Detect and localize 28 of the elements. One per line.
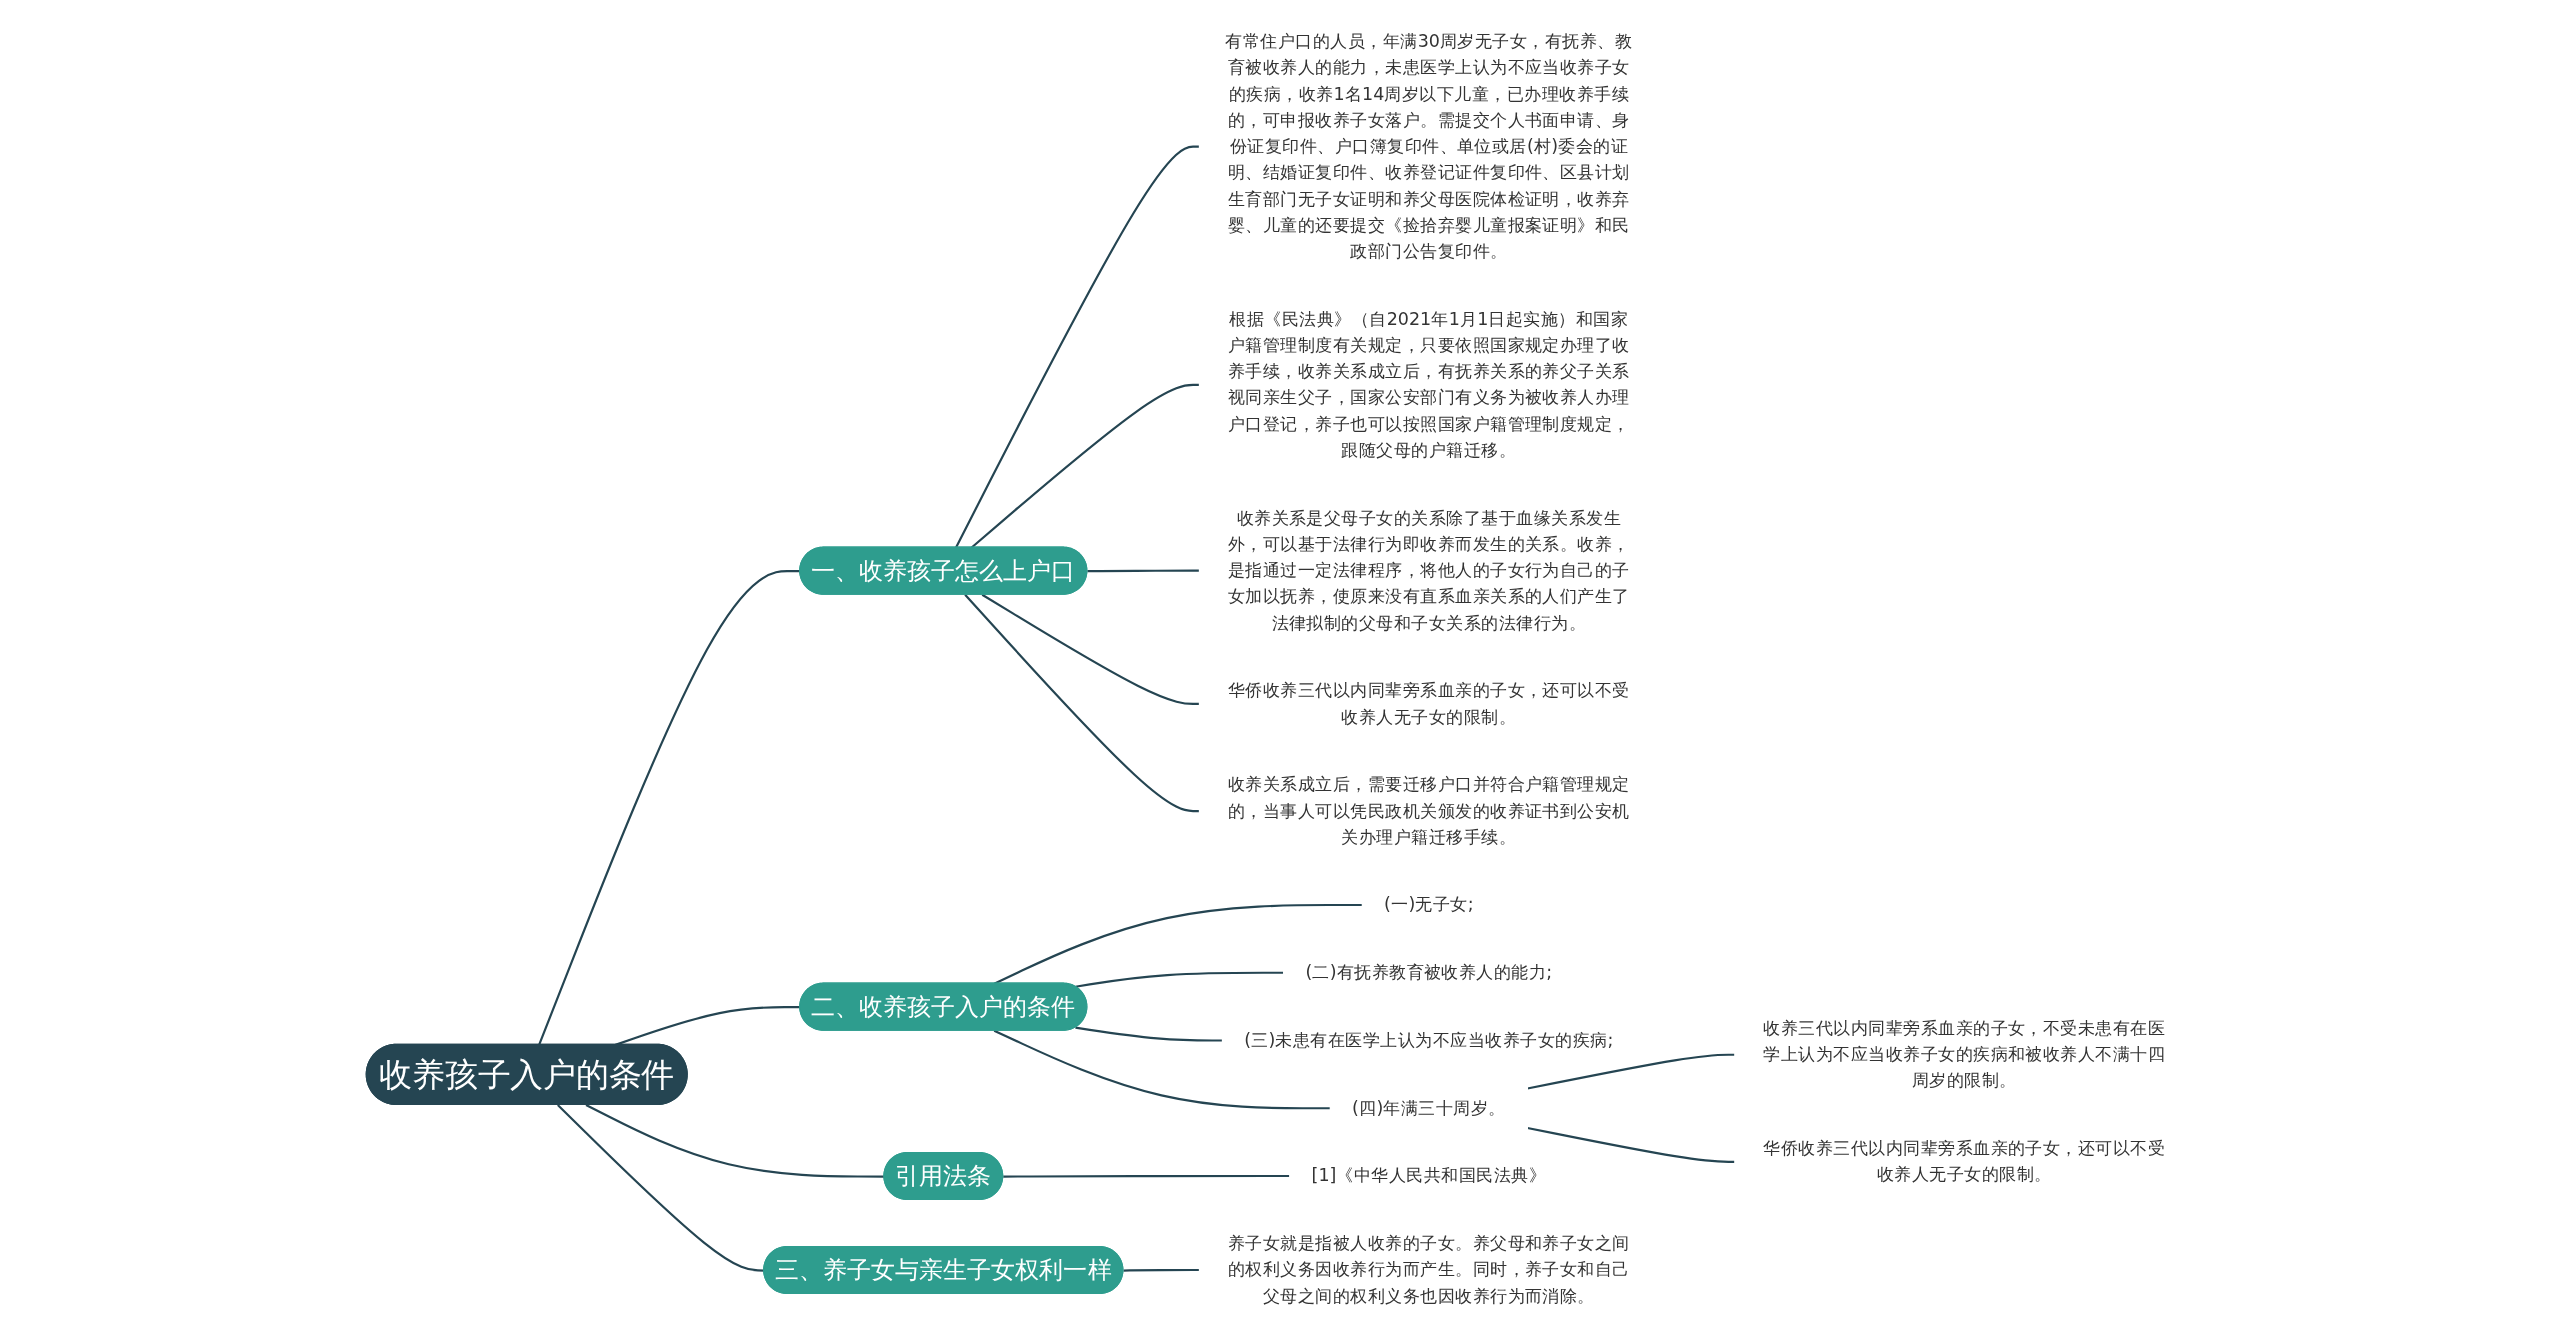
connector xyxy=(1527,1126,1735,1163)
connector xyxy=(954,145,1200,549)
connector xyxy=(964,593,1200,813)
node-text: (四)年满三十周岁。 xyxy=(1352,1097,1506,1119)
node-text: [1]《中华人民共和国民法典》 xyxy=(1311,1165,1547,1186)
connector xyxy=(970,383,1200,549)
node-text: 收养三代以内同辈旁系血亲的子女，不受未患有在医学上认为不应当收养子女的疾病和被收养人不满十四周岁的限制。 xyxy=(1763,1017,2166,1091)
connector xyxy=(557,1104,765,1272)
connector xyxy=(585,1104,885,1178)
connector xyxy=(1075,971,1284,988)
connector xyxy=(1075,1026,1223,1042)
connector xyxy=(1003,1174,1290,1178)
node-text: 养子女就是指被人收养的子女。养父母和养子女之间的权利义务因收养行为而产生。同时，养子女和自己父母之间的权利义务也因收养行为而消除。 xyxy=(1227,1232,1630,1307)
node-text: 华侨收养三代以内同辈旁系血亲的子女，还可以不受收养人无子女的限制。 xyxy=(1227,679,1630,727)
connector xyxy=(1087,569,1200,573)
connector xyxy=(1527,1053,1735,1090)
connector xyxy=(981,593,1200,706)
node-text: 华侨收养三代以内同辈旁系血亲的子女，还可以不受收养人无子女的限制。 xyxy=(1763,1137,2166,1185)
node-text: 有常住户口的人员，年满30周岁无子女，有抚养、教育被收养人的能力，未患医学上认为不应当收养子女的疾病，收养1名14周岁以下儿童，已办理收养手续的，可申报收养子女落户。需提交个人书面申请、身份证复印件、户口簿复印件、单位或居(村)委会的证明、结婚证复印件、收养登记证件复印件、区县计划生育部门无子女证明和养父母医院体检证明，收养弃婴、儿童的还要提交《捡拾弃婴儿童报案证明》和民政部门公告复印件。 xyxy=(1225,30,1633,262)
connector xyxy=(993,1029,1331,1110)
connector xyxy=(1123,1268,1200,1272)
node-text: (二)有抚养教育被收养人的能力; xyxy=(1305,961,1553,983)
node-text: (三)未患有在医学上认为不应当收养子女的疾病; xyxy=(1244,1029,1614,1051)
node-text: 收养关系是父母子女的关系除了基于血缘关系发生外，可以基于法律行为即收养而发生的关系。收养，是指通过一定法律程序，将他人的子女行为自己的子女加以抚养，使原来没有直系血亲关系的人们产生了法律拟制的父母和子女关系的法律行为。 xyxy=(1227,507,1630,633)
node-text: 根据《民法典》（自2021年1月1日起实施）和国家户籍管理制度有关规定，只要依照国家规定办理了收养手续，收养关系成立后，有抚养关系的养父子关系视同亲生父子，国家公安部门有义务为被收养人办理户口登记，养子也可以按照国家户籍管理制度规定，跟随父母的户籍迁移。 xyxy=(1227,308,1630,461)
connector xyxy=(993,903,1363,985)
node-text: (一)无子女; xyxy=(1384,894,1474,915)
node-text: 收养关系成立后，需要迁移户口并符合户籍管理规定的，当事人可以凭民政机关颁发的收养证书到公安机关办理户籍迁移手续。 xyxy=(1227,773,1630,848)
